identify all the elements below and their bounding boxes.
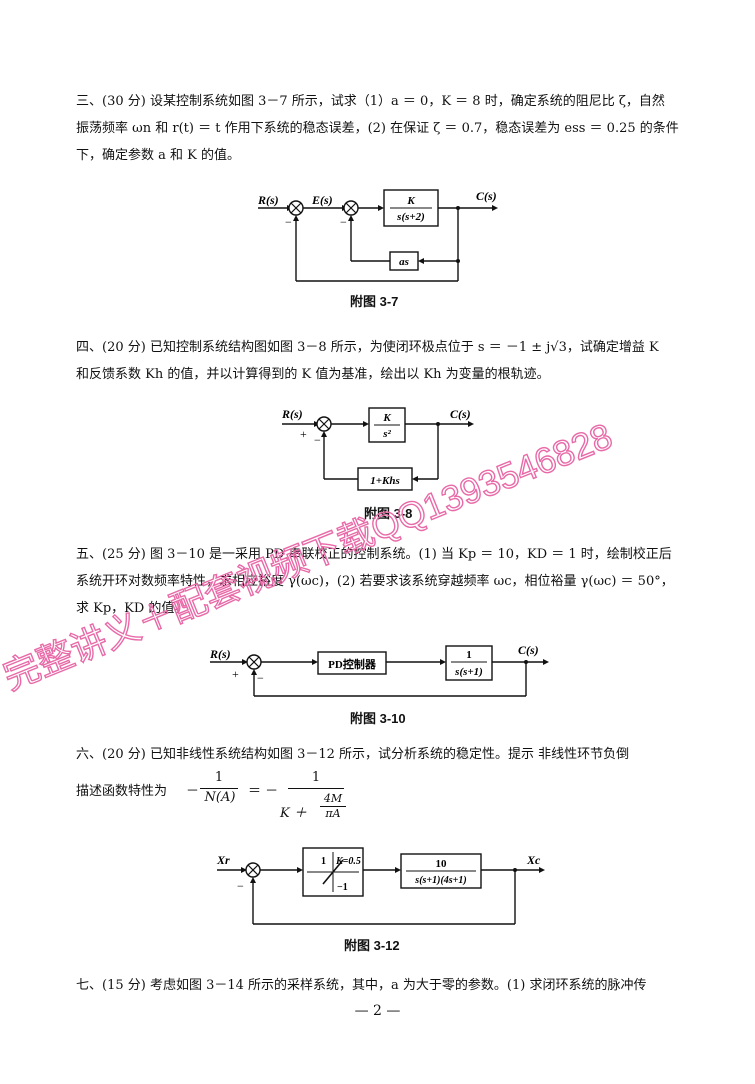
f312-xr-label: Xr xyxy=(216,853,230,867)
f310-minus: − xyxy=(257,671,264,685)
formula-eq: ＝ － xyxy=(248,784,279,799)
problem-3-line-3: 下，确定参数 a 和 K 的值。 xyxy=(76,148,240,163)
f310-c-label: C(s) xyxy=(518,643,539,657)
figure-3-10-caption: 附图 3-10 xyxy=(350,711,406,726)
problem-7: 七、(15 分) 考虑如图 3－14 所示的采样系统，其中，a 为大于零的参数。… xyxy=(76,972,686,999)
figure-3-8-caption: 附图 3-8 xyxy=(364,506,413,521)
page-number: — 2 — xyxy=(354,1003,401,1019)
problem-3: 三、(30 分) 设某控制系统如图 3－7 所示，试求（1）a ＝ 0，K ＝ … xyxy=(76,88,686,169)
f310-plus: + xyxy=(232,667,239,681)
f310-r-label: R(s) xyxy=(209,647,231,661)
f38-block-den: s² xyxy=(382,428,391,440)
f38-minus: − xyxy=(314,433,321,447)
f38-c-label: C(s) xyxy=(450,407,471,421)
f312-nl-k: K=0.5 xyxy=(335,856,361,867)
f38-block-num: K xyxy=(382,412,391,424)
pd-controller-label: PD控制器 xyxy=(328,657,377,671)
f312-xc-label: Xc xyxy=(526,853,541,867)
problem-7-line-1: 七、(15 分) 考虑如图 3－14 所示的采样系统，其中，a 为大于零的参数。… xyxy=(76,978,647,993)
problem-3-line-2: 振荡频率 ωn 和 r(t) ＝ t 作用下系统的稳态误差，(2) 在保证 ζ … xyxy=(76,121,679,136)
figure-3-10: R(s) + − PD控制器 1 s(s+1) C(s) xyxy=(200,638,555,710)
pd-controller-block xyxy=(317,651,387,675)
f310-plant-den: s(s+1) xyxy=(454,666,483,678)
f37-block-den: s(s+2) xyxy=(396,211,425,223)
problem-4-line-1: 四、(20 分) 已知控制系统结构图如图 3－8 所示，为使闭环极点位于 s ＝… xyxy=(76,340,659,355)
figure-3-8: R(s) + − K s² C(s) 1+Khs xyxy=(278,398,488,502)
problem-5-line-2: 系统开环对数频率特性，求相应裕度 γ(ωc)，(2) 若要求该系统穿越频率 ωc… xyxy=(76,574,674,589)
f37-minus-2: − xyxy=(340,215,347,229)
figure-3-7-caption: 附图 3-7 xyxy=(350,294,399,309)
f310-plant-block xyxy=(445,645,493,681)
f37-fb-label: as xyxy=(399,256,409,268)
problem-5-line-3: 求 Kp，KD 的值。 xyxy=(76,601,188,616)
problem-6-line-1: 六、(20 分) 已知非线性系统结构如图 3－12 所示，试分析系统的稳定性。提… xyxy=(76,747,630,762)
figure-3-12: Xr − 1 K=0.5 −1 10 s(s+1)(4s+1) Xc xyxy=(205,838,550,942)
f312-minus: − xyxy=(237,879,244,893)
formula-frac-den: πA xyxy=(325,807,341,820)
problem-5-line-1: 五、(25 分) 图 3－10 是一采用 PD 串联校正的控制系统。(1) 当 … xyxy=(76,547,672,562)
formula-minus: － xyxy=(186,784,200,799)
f312-nl-minus1: −1 xyxy=(337,882,348,893)
f37-e-label: E(s) xyxy=(311,193,333,207)
f38-plus: + xyxy=(300,427,307,441)
f310-plant-num: 1 xyxy=(466,649,472,661)
f38-r-label: R(s) xyxy=(281,407,303,421)
problem-4-line-2: 和反馈系数 Kh 的值，并以计算得到的 K 值为基准，绘出以 Kh 为变量的根轨… xyxy=(76,367,550,382)
problem-6-line-2: 描述函数特性为 xyxy=(76,784,168,799)
figure-3-7: R(s) − E(s) − K s(s+2) C(s) as xyxy=(250,178,510,302)
f312-plant-den: s(s+1)(4s+1) xyxy=(414,875,466,886)
formula-den-k: K ＋ xyxy=(280,806,307,821)
f37-c-label: C(s) xyxy=(476,189,497,203)
problem-4: 四、(20 分) 已知控制系统结构图如图 3－8 所示，为使闭环极点位于 s ＝… xyxy=(76,334,686,388)
f37-r-label: R(s) xyxy=(257,193,279,207)
formula-num: 1 xyxy=(214,770,224,785)
f312-nl-1: 1 xyxy=(321,856,326,867)
f38-fb-label: 1+Khs xyxy=(370,475,400,487)
f312-plant-num: 10 xyxy=(436,858,448,870)
formula-frac-num: 4M xyxy=(323,792,343,805)
f37-block-num: K xyxy=(406,195,415,207)
problem-3-line-1: 三、(30 分) 设某控制系统如图 3－7 所示，试求（1）a ＝ 0，K ＝ … xyxy=(76,94,665,109)
problem-6: 六、(20 分) 已知非线性系统结构如图 3－12 所示，试分析系统的稳定性。提… xyxy=(76,741,686,768)
figure-3-12-caption: 附图 3-12 xyxy=(344,938,400,953)
formula-den: N(A) xyxy=(204,790,236,805)
problem-5: 五、(25 分) 图 3－10 是一采用 PD 串联校正的控制系统。(1) 当 … xyxy=(76,541,686,622)
f37-minus-1: − xyxy=(285,215,292,229)
formula-num2: 1 xyxy=(311,770,321,785)
